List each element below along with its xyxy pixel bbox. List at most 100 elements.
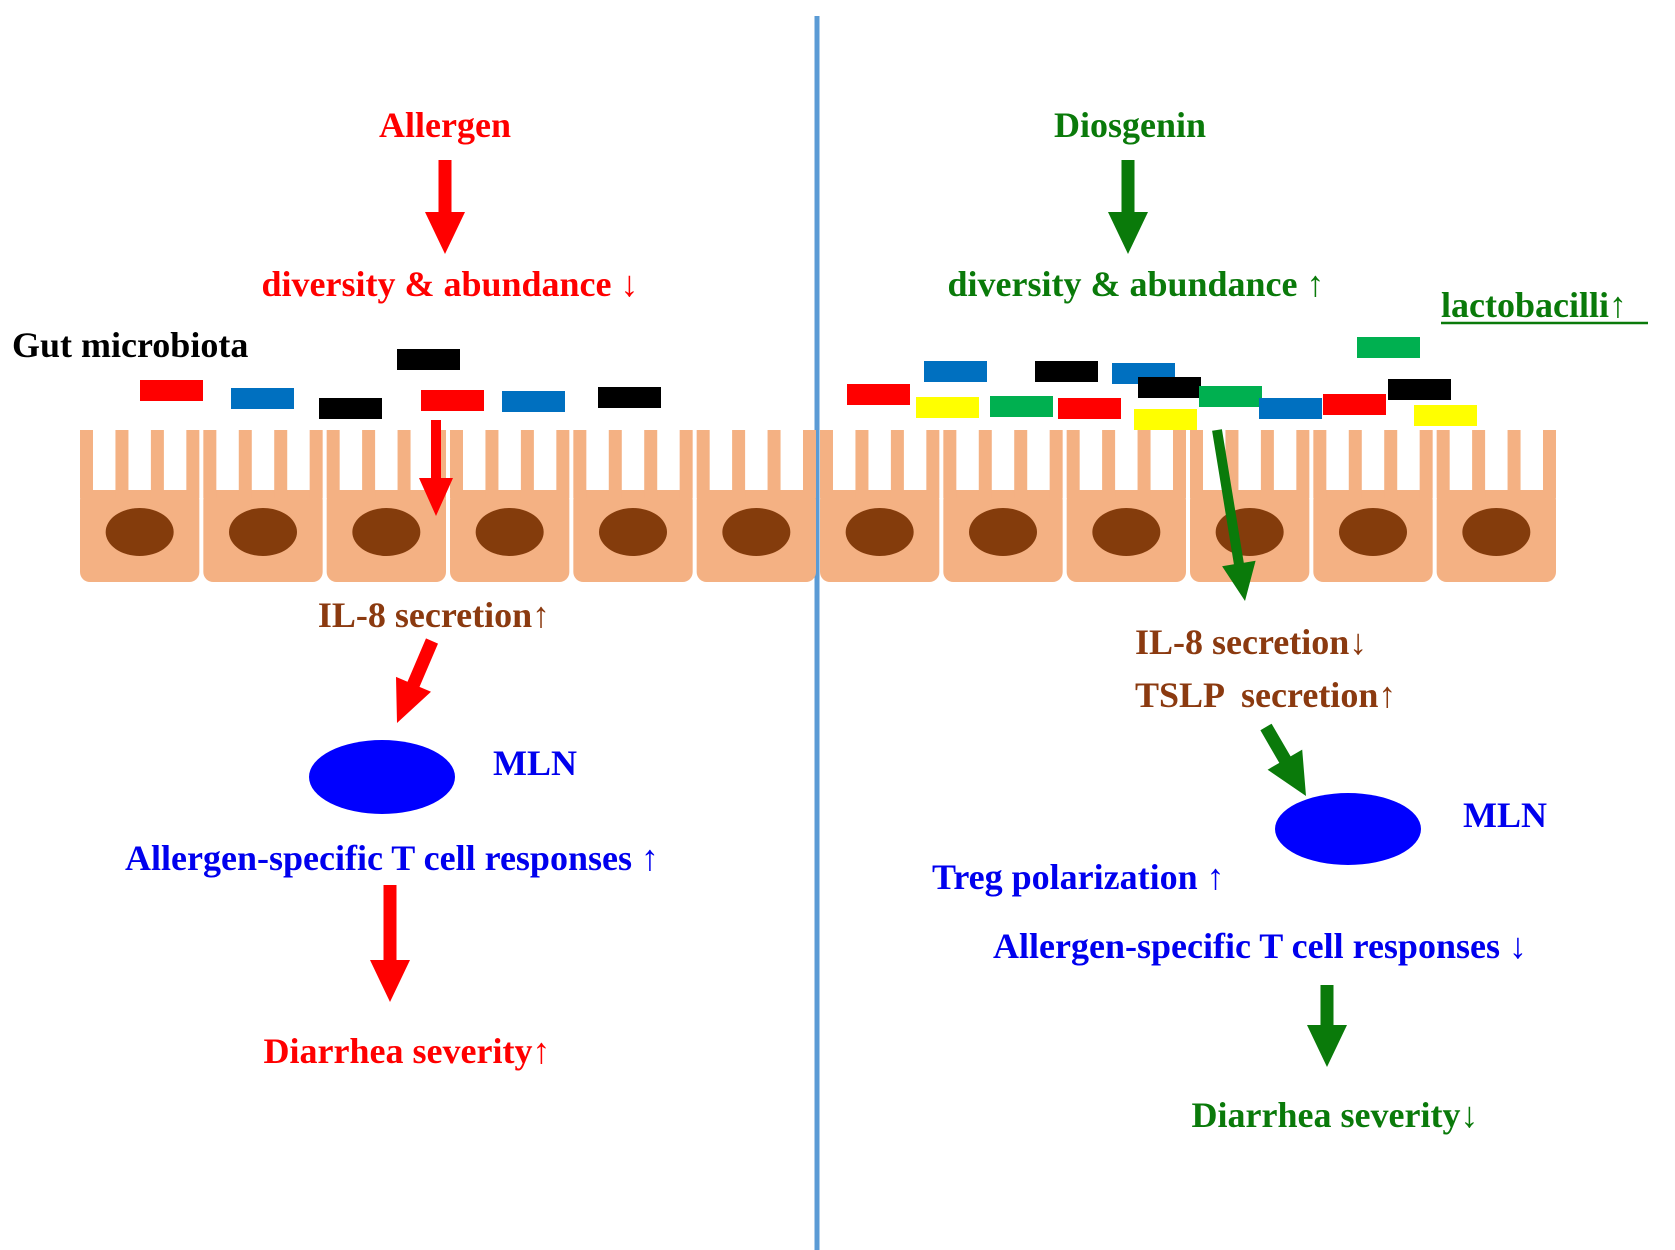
arrow-tcell-to-diarrhea-right [1307,985,1347,1067]
epithelial-cell [1436,430,1556,582]
right-treg-label: Treg polarization ↑ [932,857,1225,897]
epithelial-cell [696,430,816,582]
microvillus [679,430,693,498]
microvillus [1472,430,1486,498]
arrow-microbiota-to-epithelium-right [1212,429,1256,601]
epithelial-cell [1313,430,1433,582]
microvillus [855,430,869,498]
mln-node-left [309,740,455,814]
microvillus [1190,430,1203,498]
bacterium-blue [231,388,294,409]
bacterium-black [598,387,661,408]
arrow-diosgenin-to-diversity [1108,160,1148,254]
microvillus [1260,430,1274,498]
gut-microbiota-right [847,337,1477,430]
microvillus [573,430,587,498]
cell-nucleus [1092,508,1161,556]
bacterium-black [319,398,382,419]
left-diversity-label: diversity & abundance ↓ [261,264,638,304]
right-diosgenin-label: Diosgenin [1054,105,1206,145]
microvillus [186,430,200,498]
mln-node-right [1275,793,1421,865]
cell-nucleus [1339,508,1407,556]
epithelial-cell [80,430,200,582]
epithelial-cell [1190,430,1310,582]
microvillus [150,430,164,498]
microvillus [274,430,288,498]
arrow-tslp-to-mln-right [1260,723,1306,796]
microvillus [803,430,816,498]
cell-nucleus [845,508,914,556]
microvillus [115,430,129,498]
cell-nucleus [969,508,1037,556]
microvillus [520,430,534,498]
bacterium-red [1323,394,1386,415]
microvillus [820,430,833,498]
microvillus [1348,430,1362,498]
epithelial-cell [203,430,323,582]
left-mln-label: MLN [493,743,577,783]
microvillus [1049,430,1063,498]
bacterium-black [1138,377,1201,398]
microvillus [644,430,658,498]
microvillus [1102,430,1116,498]
microvillus [608,430,622,498]
microvillus [397,430,411,498]
microvillus [326,430,340,498]
bacterium-blue [1259,398,1322,419]
bacterium-yellow [916,397,979,418]
microvillus [203,430,217,498]
left-il8-label: IL-8 secretion↑ [318,595,550,635]
bacterium-green [1199,386,1262,407]
right-diversity-label: diversity & abundance ↑ [947,264,1324,304]
microvillus [943,430,957,498]
epithelial-cell [450,430,570,582]
microvillus [450,430,463,498]
microvillus [1173,430,1186,498]
right-mln-label: MLN [1463,795,1547,835]
microvillus [556,430,570,498]
cell-nucleus [105,508,174,556]
right-il8-label: IL-8 secretion↓ [1135,622,1367,662]
cell-nucleus [722,508,791,556]
left-diarrhea-label: Diarrhea severity↑ [264,1031,551,1071]
left-tcell-label: Allergen-specific T cell responses ↑ [125,838,659,878]
bacterium-green [990,396,1053,417]
cell-nucleus [1462,508,1531,556]
microvillus [1419,430,1433,498]
gut-microbiota-left [140,349,661,419]
epithelial-cell [1066,430,1186,582]
cell-nucleus [1215,508,1284,556]
bacterium-blue [924,361,987,382]
microvillus [890,430,904,498]
microvillus [1543,430,1556,498]
microvillus [1313,430,1327,498]
bacterium-black [397,349,460,370]
epithelial-cell [326,430,446,582]
epithelial-cell [943,430,1063,582]
cell-nucleus [352,508,421,556]
microvillus [1137,430,1151,498]
epithelial-cell [573,430,693,582]
microvillus [309,430,323,498]
bacterium-black [1388,379,1451,400]
microvillus [767,430,781,498]
gut-microbiota-label: Gut microbiota [12,325,248,365]
intestinal-epithelium [80,430,1556,582]
epithelial-cell [820,430,940,582]
bacterium-yellow [1414,405,1477,426]
bacterium-red [140,380,203,401]
arrow-microbiota-to-epithelium [419,420,453,516]
microvillus [978,430,992,498]
lactobacilli-label: lactobacilli↑ [1441,285,1627,325]
microvillus [732,430,746,498]
microvillus [696,430,710,498]
cell-nucleus [599,508,667,556]
left-allergen-label: Allergen [379,105,511,145]
bacterium-green [1357,337,1420,358]
microvillus [80,430,93,498]
microvillus [1507,430,1521,498]
bacterium-red [421,390,484,411]
bacterium-black [1035,361,1098,382]
